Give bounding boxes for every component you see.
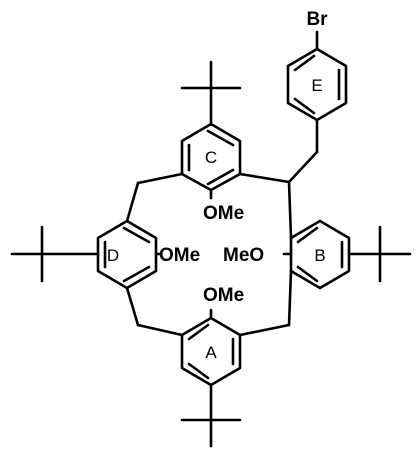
- ring-e-hexagon: [286, 47, 348, 122]
- tert-butyl-c: [180, 60, 242, 126]
- ring-d: D: [96, 219, 158, 290]
- methoxy-c-label: OMe: [203, 203, 244, 224]
- methylene-bridges: [125, 172, 293, 337]
- ring-c: C: [180, 122, 242, 192]
- benzyl-arm: [287, 118, 319, 184]
- ring-b-label: B: [314, 246, 325, 265]
- ring-e-label: E: [311, 76, 322, 95]
- tert-butyl-a: [180, 383, 242, 448]
- ring-a-label: A: [205, 343, 217, 362]
- ring-e: E: [286, 47, 348, 122]
- tert-butyl-d: [10, 225, 100, 283]
- tert-butyl-b: [347, 225, 412, 283]
- ring-b: B: [289, 219, 351, 290]
- methoxy-a-label: OMe: [203, 285, 244, 306]
- ring-c-inner-bond-1: [206, 129, 235, 147]
- methoxy-b-label: MeO: [223, 245, 264, 266]
- ring-a: A: [180, 316, 242, 387]
- ring-c-inner-bond-2: [206, 168, 235, 186]
- ring-c-label: C: [205, 148, 217, 167]
- ring-d-label: D: [107, 246, 119, 265]
- methoxy-d-label: OMe: [159, 245, 200, 266]
- bromo-label: Br: [306, 9, 328, 30]
